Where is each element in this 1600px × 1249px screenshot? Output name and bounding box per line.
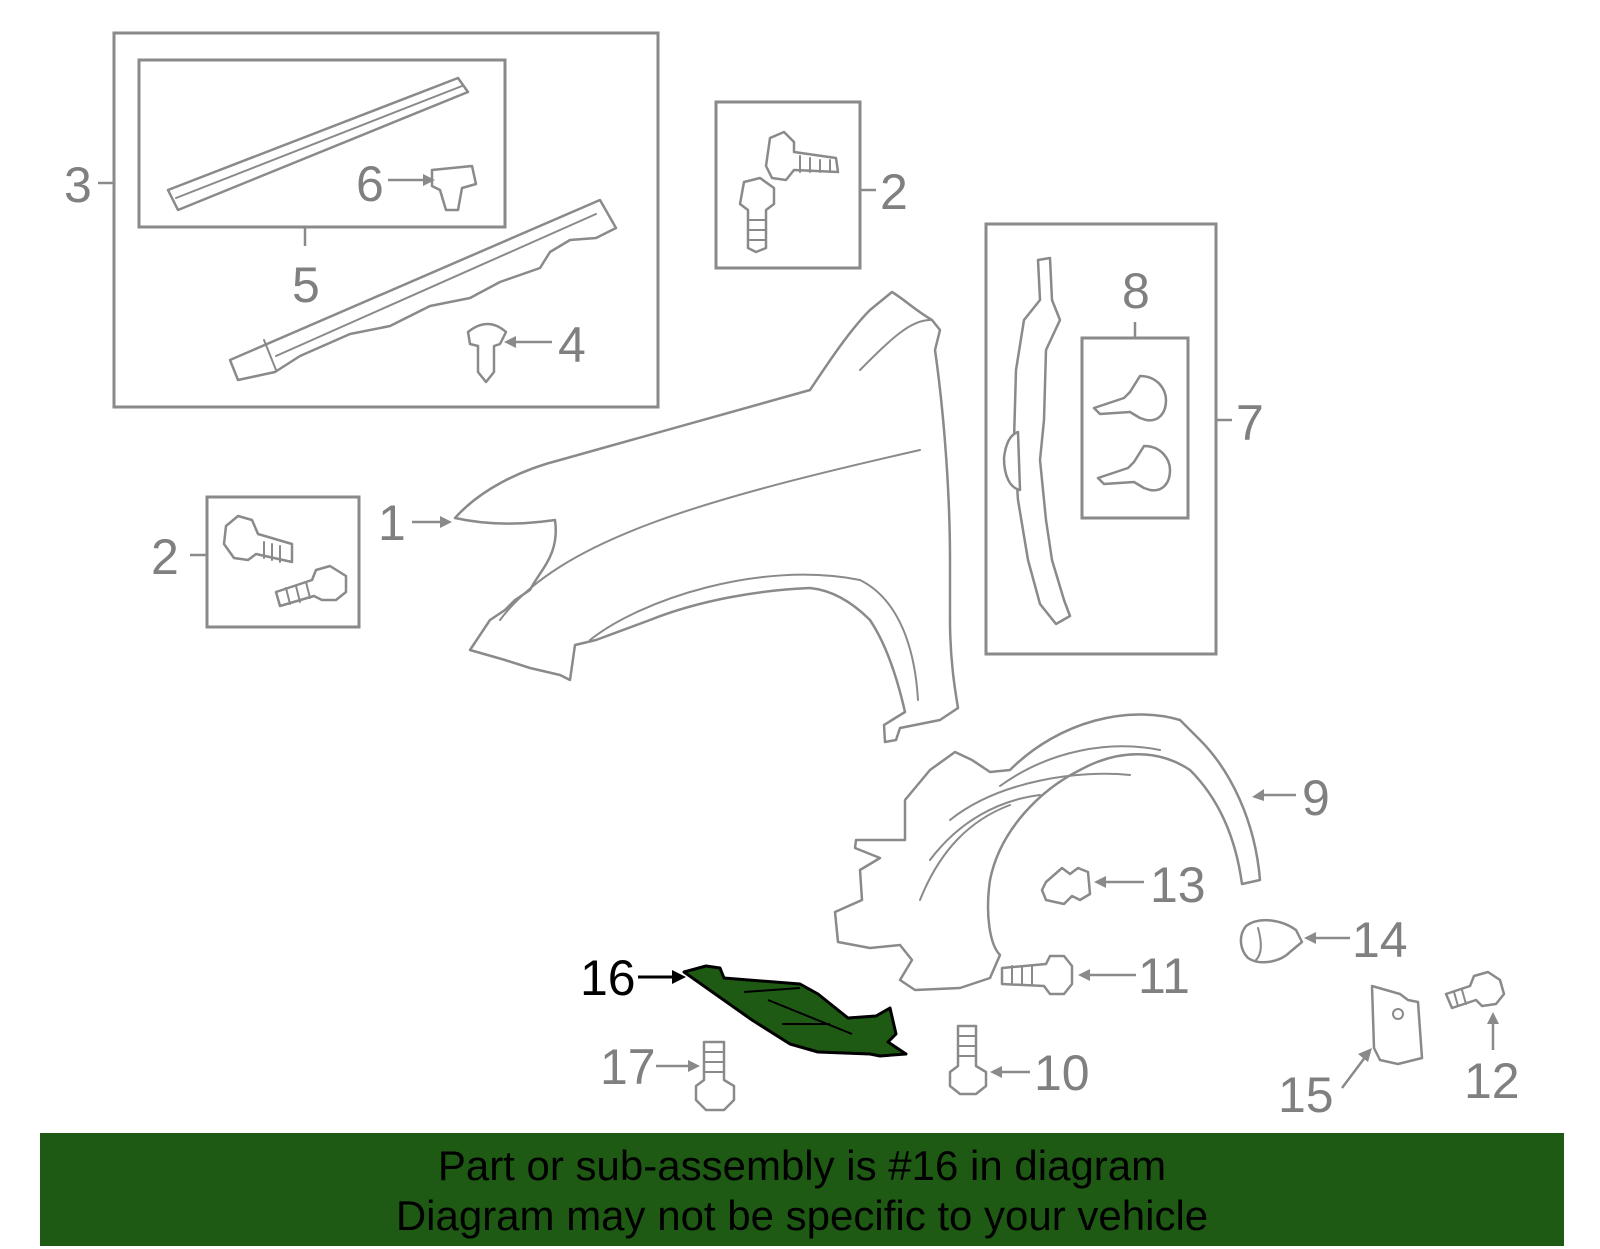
group-3-box <box>98 31 660 409</box>
part-15-bracket <box>1341 984 1424 1089</box>
callout-6: 6 <box>356 156 384 212</box>
callout-8: 8 <box>1122 263 1150 319</box>
part-6-clip <box>388 164 478 212</box>
group-2-box-top <box>714 100 876 270</box>
callout-2-top: 2 <box>880 164 908 220</box>
part-4-long-molding <box>228 198 618 382</box>
part-14-nut <box>1239 918 1350 964</box>
part-4-push-clip <box>466 322 552 384</box>
part-9-wheel-liner <box>833 713 1296 992</box>
part-13-clip <box>1040 866 1144 906</box>
callout-15: 15 <box>1278 1067 1334 1123</box>
callout-13: 13 <box>1150 857 1206 913</box>
callout-11: 11 <box>1138 948 1190 1004</box>
callout-17: 17 <box>600 1039 656 1095</box>
callout-10: 10 <box>1034 1045 1090 1101</box>
group-8-box <box>1080 322 1190 520</box>
group-7-box <box>984 222 1232 656</box>
banner-line-disclaimer: Diagram may not be specific to your vehi… <box>395 1192 1209 1239</box>
callout-7: 7 <box>1236 395 1264 451</box>
callout-2-left: 2 <box>151 529 179 585</box>
part-1-fender <box>412 290 960 744</box>
callout-16: 16 <box>580 950 636 1006</box>
callout-4: 4 <box>558 317 586 373</box>
info-banner: Part or sub-assembly is #16 in diagram D… <box>40 1133 1564 1246</box>
part-10-bolt <box>948 1024 1030 1096</box>
banner-line-part: Part or sub-assembly is #16 in diagram <box>437 1142 1167 1189</box>
part-12-bolt <box>1444 970 1506 1050</box>
part-11-bolt <box>1000 954 1136 996</box>
part-5-molding-strip <box>166 76 470 212</box>
callout-14: 14 <box>1352 912 1408 968</box>
part-16-splash-shield <box>638 964 908 1058</box>
callout-5: 5 <box>292 257 320 313</box>
callout-12: 12 <box>1464 1053 1520 1109</box>
part-17-bolt <box>656 1040 736 1112</box>
callout-1: 1 <box>378 495 406 551</box>
group-2-box-left <box>190 495 361 629</box>
callout-3: 3 <box>64 157 92 213</box>
callout-9: 9 <box>1302 770 1330 826</box>
